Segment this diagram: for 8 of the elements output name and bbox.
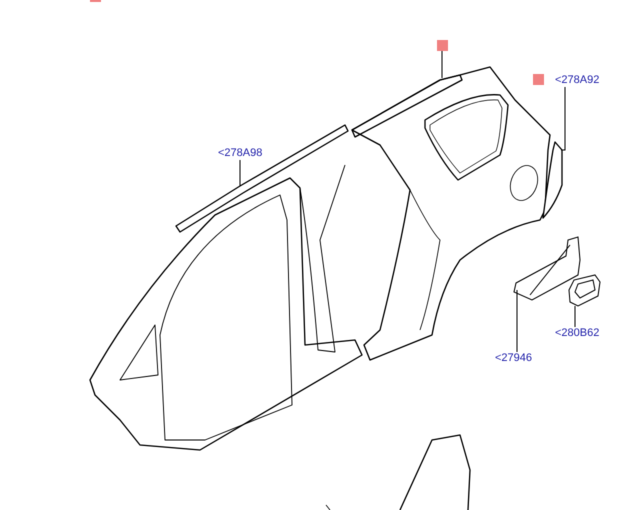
leader-line — [516, 290, 518, 352]
marker-square — [437, 40, 448, 51]
leader-line — [574, 306, 576, 328]
part-number: <278A92 — [555, 74, 600, 87]
part-number: <27946 — [495, 352, 532, 365]
leader-line — [560, 86, 566, 150]
part-number: <280B62 — [555, 327, 600, 340]
part-number: <278A98 — [218, 147, 262, 160]
